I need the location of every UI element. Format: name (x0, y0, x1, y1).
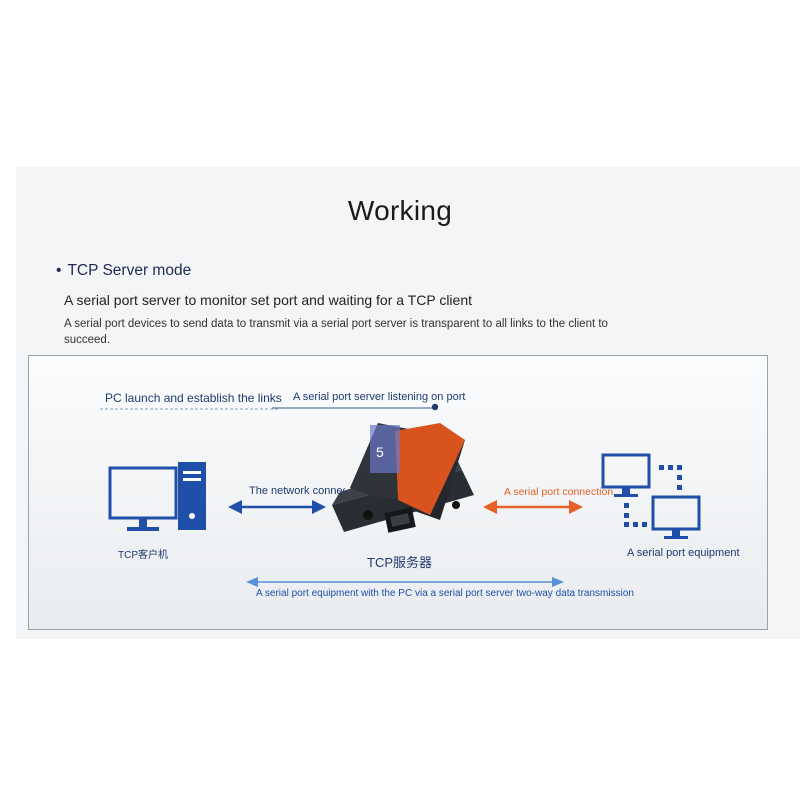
bullet-dot: • (56, 262, 62, 279)
network-connection-label: The network connection (249, 485, 345, 497)
desktop-pc-icon (108, 462, 206, 531)
mode-subtitle: A serial port server to monitor set port… (64, 292, 473, 308)
mode-heading: • TCP Server mode (56, 262, 191, 280)
pc-launch-label: PC launch and establish the links (105, 391, 282, 405)
page-title: Working (347, 195, 453, 226)
serial-equipment-icon (601, 453, 701, 539)
server-listen-label: A serial port server listening on port (293, 391, 466, 403)
mode-title: TCP Server mode (67, 262, 192, 279)
monitor-icon (651, 495, 701, 539)
network-connection-arrow (228, 500, 326, 514)
serial-connection-label: A serial port connection (504, 486, 614, 498)
mode-description: A serial port devices to send data to tr… (64, 318, 608, 346)
two-way-arrow (246, 577, 564, 587)
listen-connector (100, 403, 439, 411)
serial-connection-arrow (483, 500, 583, 514)
serial-server-device-icon (332, 423, 474, 533)
overlay-tile (370, 425, 400, 473)
serial-equipment-label: A serial port equipment (627, 547, 740, 559)
tcp-server-label: TCP服务器 (367, 555, 433, 570)
overlay-badge: 5 (376, 444, 384, 460)
two-way-label: A serial port equipment with the PC via … (256, 588, 634, 599)
monitor-icon (601, 453, 651, 497)
tcp-client-label: TCP客户机 (118, 550, 168, 561)
